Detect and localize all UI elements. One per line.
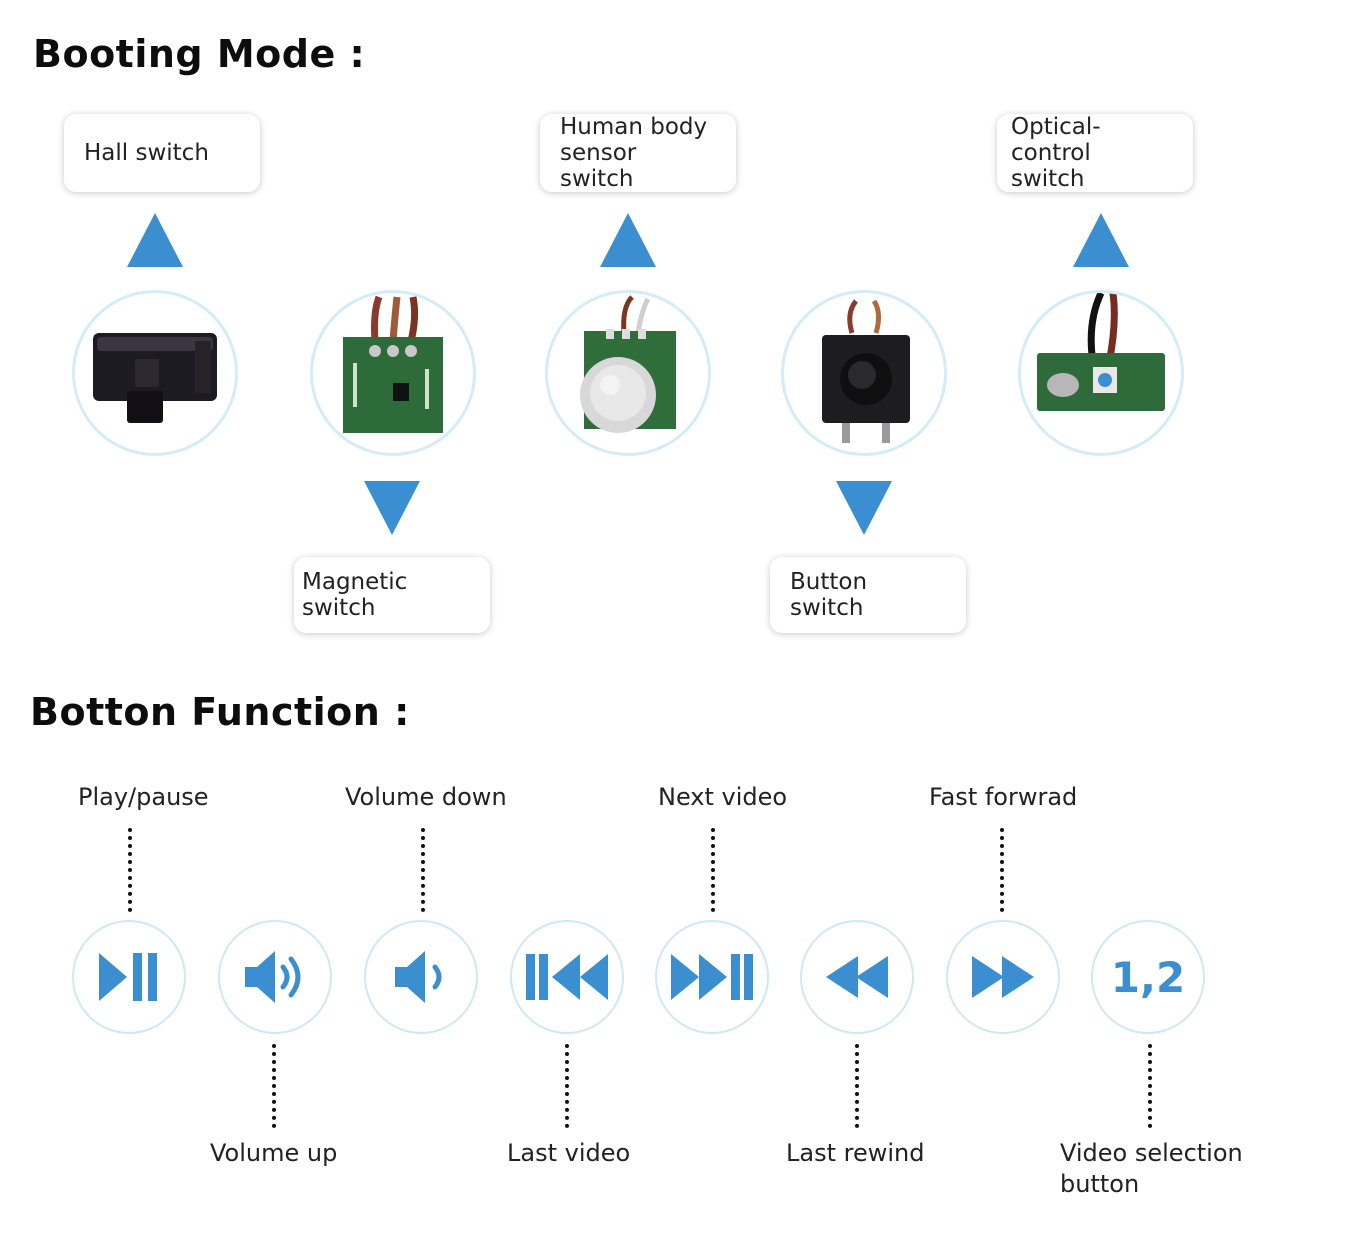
button-switch-label: Button switch [770,557,966,633]
magnetic-switch-label: Magnetic switch [294,557,490,633]
fast-forward-button [946,920,1060,1034]
connector-fast-forward [1000,828,1004,912]
next-video-button [655,920,769,1034]
play-pause-button [72,920,186,1034]
video-selection-button: 1,2 [1091,920,1205,1034]
fast-forward-label: Fast forwrad [929,783,1078,811]
connector-next-video [711,828,715,912]
arrow-up-human [600,213,656,267]
play-pause-icon [99,953,157,1001]
botton-function-title: Botton Function : [30,690,410,734]
optical-control-image [1018,290,1184,456]
next-video-label: Next video [658,783,788,811]
fast-forward-icon [972,956,1034,998]
last-rewind-label: Last rewind [786,1139,925,1167]
button-switch-image [781,290,947,456]
connector-volume-up [272,1044,276,1128]
human-body-sensor-label: Human body sensor switch [540,114,736,192]
number-selection-icon: 1,2 [1110,952,1186,1002]
hall-switch-label: Hall switch [64,114,260,192]
rewind-icon [826,956,888,998]
volume-down-button [364,920,478,1034]
connector-volume-down [421,828,425,912]
connector-last-rewind [855,1044,859,1128]
arrow-down-magnetic [364,481,420,535]
connector-last-video [565,1044,569,1128]
arrow-up-optical [1073,213,1129,267]
last-video-button [510,920,624,1034]
play-pause-label: Play/pause [78,783,209,811]
last-video-label: Last video [507,1139,631,1167]
arrow-down-button [836,481,892,535]
volume-up-button [218,920,332,1034]
human-body-sensor-image [545,290,711,456]
volume-up-label: Volume up [210,1139,338,1167]
booting-mode-title: Booting Mode : [33,32,366,76]
volume-up-icon [245,951,301,1003]
volume-down-icon [395,951,442,1003]
previous-track-icon [526,954,608,1000]
optical-control-label: Optical-control switch [997,114,1193,192]
video-selection-label: Video selection button [1060,1139,1243,1198]
last-rewind-button [800,920,914,1034]
connector-video-selection [1148,1044,1152,1128]
next-track-icon [671,954,753,1000]
connector-play-pause [128,828,132,912]
arrow-up-hall [127,213,183,267]
hall-switch-image [72,290,238,456]
magnetic-switch-image [310,290,476,456]
volume-down-label: Volume down [345,783,507,811]
